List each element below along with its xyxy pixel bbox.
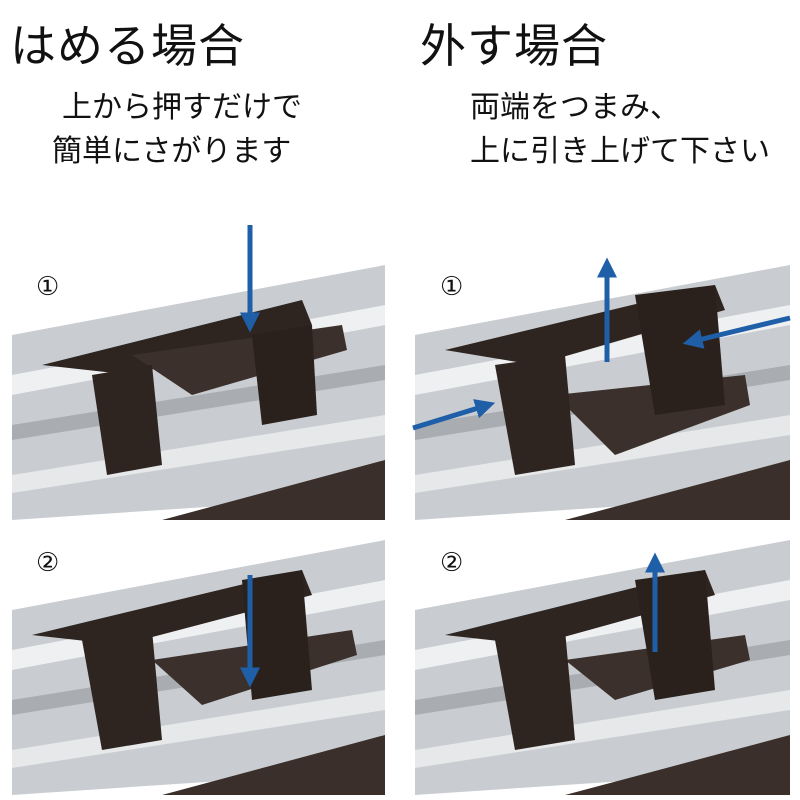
remove-step-2-photo [415, 540, 790, 795]
remove-step-1-photo [415, 265, 790, 520]
rail-bracket-image [415, 540, 790, 795]
install-step-1-photo [12, 265, 385, 520]
remove-step-2-label: ② [440, 548, 464, 578]
rail-bracket-image [415, 265, 790, 520]
remove-line-1: 両端をつまみ、 [470, 90, 680, 125]
remove-step-1-label: ① [440, 272, 464, 302]
install-line-1: 上から押すだけで [62, 90, 302, 125]
install-title: はめる場合 [10, 19, 245, 73]
install-step-1-label: ① [36, 272, 60, 302]
remove-description: 両端をつまみ、 上に引き上げて下さい [470, 86, 770, 174]
install-description: 上から押すだけで 簡単にさがります [52, 86, 302, 174]
remove-title: 外す場合 [420, 19, 608, 73]
rail-bracket-image [12, 540, 385, 795]
install-step-2-photo [12, 540, 385, 795]
install-step-2-label: ② [36, 548, 60, 578]
install-line-2: 簡単にさがります [52, 134, 292, 169]
remove-line-2: 上に引き上げて下さい [470, 134, 770, 169]
rail-bracket-image [12, 265, 385, 520]
